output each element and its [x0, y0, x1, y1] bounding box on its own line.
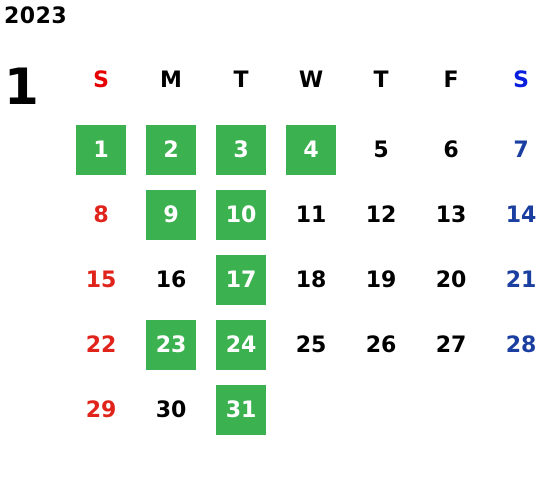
calendar-day[interactable]: 29 [85, 397, 117, 423]
calendar-day[interactable]: 8 [93, 202, 109, 228]
weekday-header-sunday: S [93, 67, 109, 93]
calendar-day[interactable]: 11 [295, 202, 327, 228]
calendar-day[interactable]: 20 [435, 267, 467, 293]
calendar-day-highlighted[interactable]: 17 [216, 255, 266, 305]
calendar-day[interactable]: 18 [295, 267, 327, 293]
calendar-day-highlighted[interactable]: 24 [216, 320, 266, 370]
calendar-day-highlighted[interactable]: 4 [286, 125, 336, 175]
weekday-header-thursday: T [373, 67, 389, 93]
calendar-day[interactable]: 16 [155, 267, 187, 293]
calendar-day[interactable]: 14 [505, 202, 537, 228]
weekday-header-wednesday: W [298, 67, 324, 93]
calendar-year: 2023 [4, 4, 68, 29]
weekday-header-tuesday: T [233, 67, 249, 93]
weekday-header-friday: F [443, 67, 459, 93]
weekday-header-monday: M [160, 67, 182, 93]
calendar-day[interactable]: 30 [155, 397, 187, 423]
calendar-day[interactable]: 28 [505, 332, 537, 358]
calendar-day[interactable]: 25 [295, 332, 327, 358]
calendar-day[interactable]: 5 [373, 137, 389, 163]
calendar-month: 1 [4, 58, 39, 116]
calendar-day[interactable]: 21 [505, 267, 537, 293]
calendar-day-highlighted[interactable]: 1 [76, 125, 126, 175]
calendar-day-highlighted[interactable]: 23 [146, 320, 196, 370]
calendar-day[interactable]: 27 [435, 332, 467, 358]
calendar-day[interactable]: 13 [435, 202, 467, 228]
calendar-day-highlighted[interactable]: 3 [216, 125, 266, 175]
calendar-day-highlighted[interactable]: 9 [146, 190, 196, 240]
calendar-day[interactable]: 19 [365, 267, 397, 293]
calendar-day[interactable]: 7 [513, 137, 529, 163]
calendar-day[interactable]: 26 [365, 332, 397, 358]
calendar-day-highlighted[interactable]: 10 [216, 190, 266, 240]
calendar-day[interactable]: 22 [85, 332, 117, 358]
calendar-day-highlighted[interactable]: 31 [216, 385, 266, 435]
calendar-day[interactable]: 6 [443, 137, 459, 163]
calendar-day-highlighted[interactable]: 2 [146, 125, 196, 175]
weekday-header-saturday: S [513, 67, 529, 93]
calendar-day[interactable]: 15 [85, 267, 117, 293]
calendar-day[interactable]: 12 [365, 202, 397, 228]
